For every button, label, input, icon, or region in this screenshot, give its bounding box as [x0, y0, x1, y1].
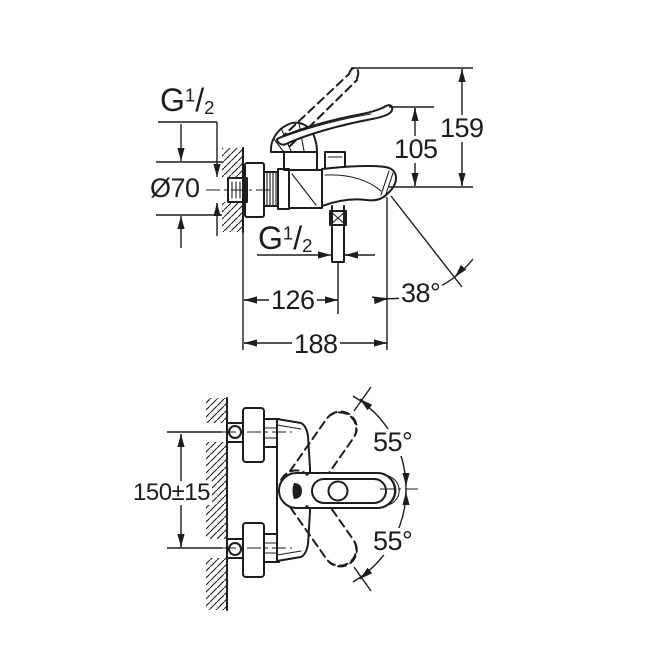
side-lever [276, 104, 394, 146]
side-supply-connection [206, 177, 272, 203]
side-faucet-body [244, 121, 346, 218]
side-view-drawing [156, 66, 474, 350]
front-dimension-lines [167, 386, 418, 592]
thread-size-outlet-label: G1/2 [256, 220, 315, 256]
total-depth-label: 188 [292, 329, 340, 359]
front-view-drawing [167, 386, 418, 611]
side-shower-outlet [329, 205, 347, 263]
front-lever [278, 472, 400, 509]
side-spout [321, 164, 397, 207]
side-wall-section [222, 147, 244, 233]
lever-height-label: 105 [392, 134, 440, 164]
thread-size-top-label: G1/2 [158, 82, 217, 118]
spout-angle-label: 38° [399, 278, 443, 308]
outlet-distance-label: 126 [269, 285, 317, 315]
lever-swing-lower-label: 55° [371, 526, 415, 556]
connection-spacing-label: 150±15 [131, 479, 212, 506]
total-height-label: 159 [438, 113, 486, 143]
lever-swing-upper-label: 55° [371, 427, 415, 457]
escutcheon-diameter-label: Ø70 [148, 173, 202, 203]
front-supply-connections [226, 407, 280, 578]
